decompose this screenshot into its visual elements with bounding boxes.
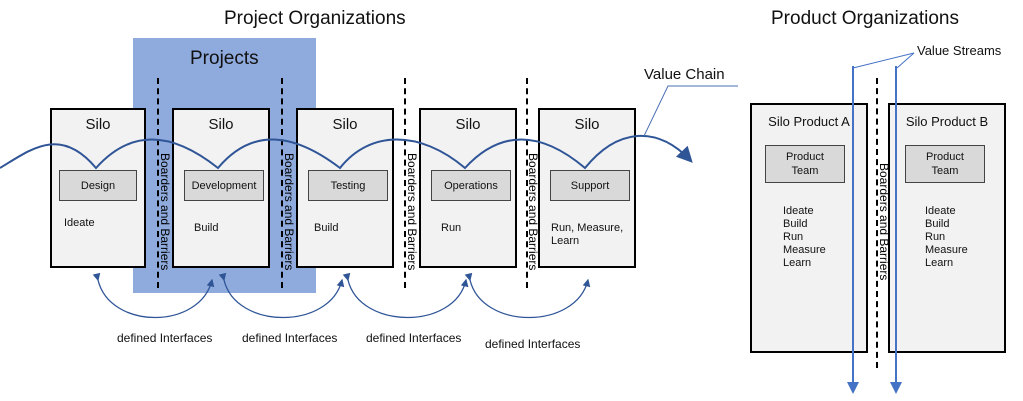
interface-label: defined Interfaces [366,331,462,345]
silo-title: Silo Product B [905,114,989,129]
interface-label: defined Interfaces [242,331,338,345]
silo-title: Silo [455,116,481,133]
silo-activities: Build [194,222,219,234]
projects-label: Projects [190,48,259,69]
silo-development: Silo Development Build [172,108,270,268]
value-streams-callout [852,52,915,69]
product-team-box: Product Team [765,145,845,183]
barrier-line [281,78,283,288]
silo-testing: Silo Testing Build [296,108,394,268]
silo-activities: Run, Measure, Learn [551,222,624,247]
product-organizations-title: Product Organizations [771,8,959,29]
value-chain-callout [643,85,738,137]
silo-design: Silo Design Ideate [50,108,146,268]
silo-activities: Ideate Build Run Measure Learn [783,205,826,269]
value-chain-wave [0,134,693,170]
interface-label: defined Interfaces [117,331,213,345]
team-box-support: Support [550,170,630,201]
silo-title: Silo [332,116,358,133]
value-streams-label: Value Streams [917,43,1002,58]
team-box-testing: Testing [308,170,388,201]
silo-title: Silo [574,116,600,133]
silo-operations: Silo Operations Run [419,108,517,268]
barrier-line [876,78,878,368]
team-box-development: Development [184,170,264,201]
silo-product-a: Silo Product A Product Team Ideate Build… [750,103,868,353]
silo-activities: Build [314,222,339,234]
project-organizations-title: Project Organizations [224,8,406,29]
interface-arc [92,272,215,319]
silo-title: Silo Product A [768,114,850,129]
silo-activities: Run [441,222,462,234]
silo-activities: Ideate Build Run Measure Learn [925,205,968,269]
product-team-box: Product Team [905,145,985,183]
silo-title: Silo [85,116,111,133]
team-box-design: Design [59,170,137,201]
interface-arc [464,272,591,318]
value-chain-label: Value Chain [644,66,725,83]
barrier-line [157,78,159,288]
silo-support: Silo Support Run, Measure, Learn [538,108,636,268]
team-box-operations: Operations [431,170,511,201]
interface-label: defined Interfaces [485,337,581,351]
silo-title: Silo [208,116,234,133]
barrier-line [404,78,406,288]
silo-product-b: Silo Product B Product Team Ideate Build… [888,103,1006,353]
interface-arc [342,272,469,318]
barrier-line [526,78,528,288]
value-streams-callout [896,52,915,69]
silo-activities: Ideate [64,217,95,229]
interface-arc [218,272,345,318]
